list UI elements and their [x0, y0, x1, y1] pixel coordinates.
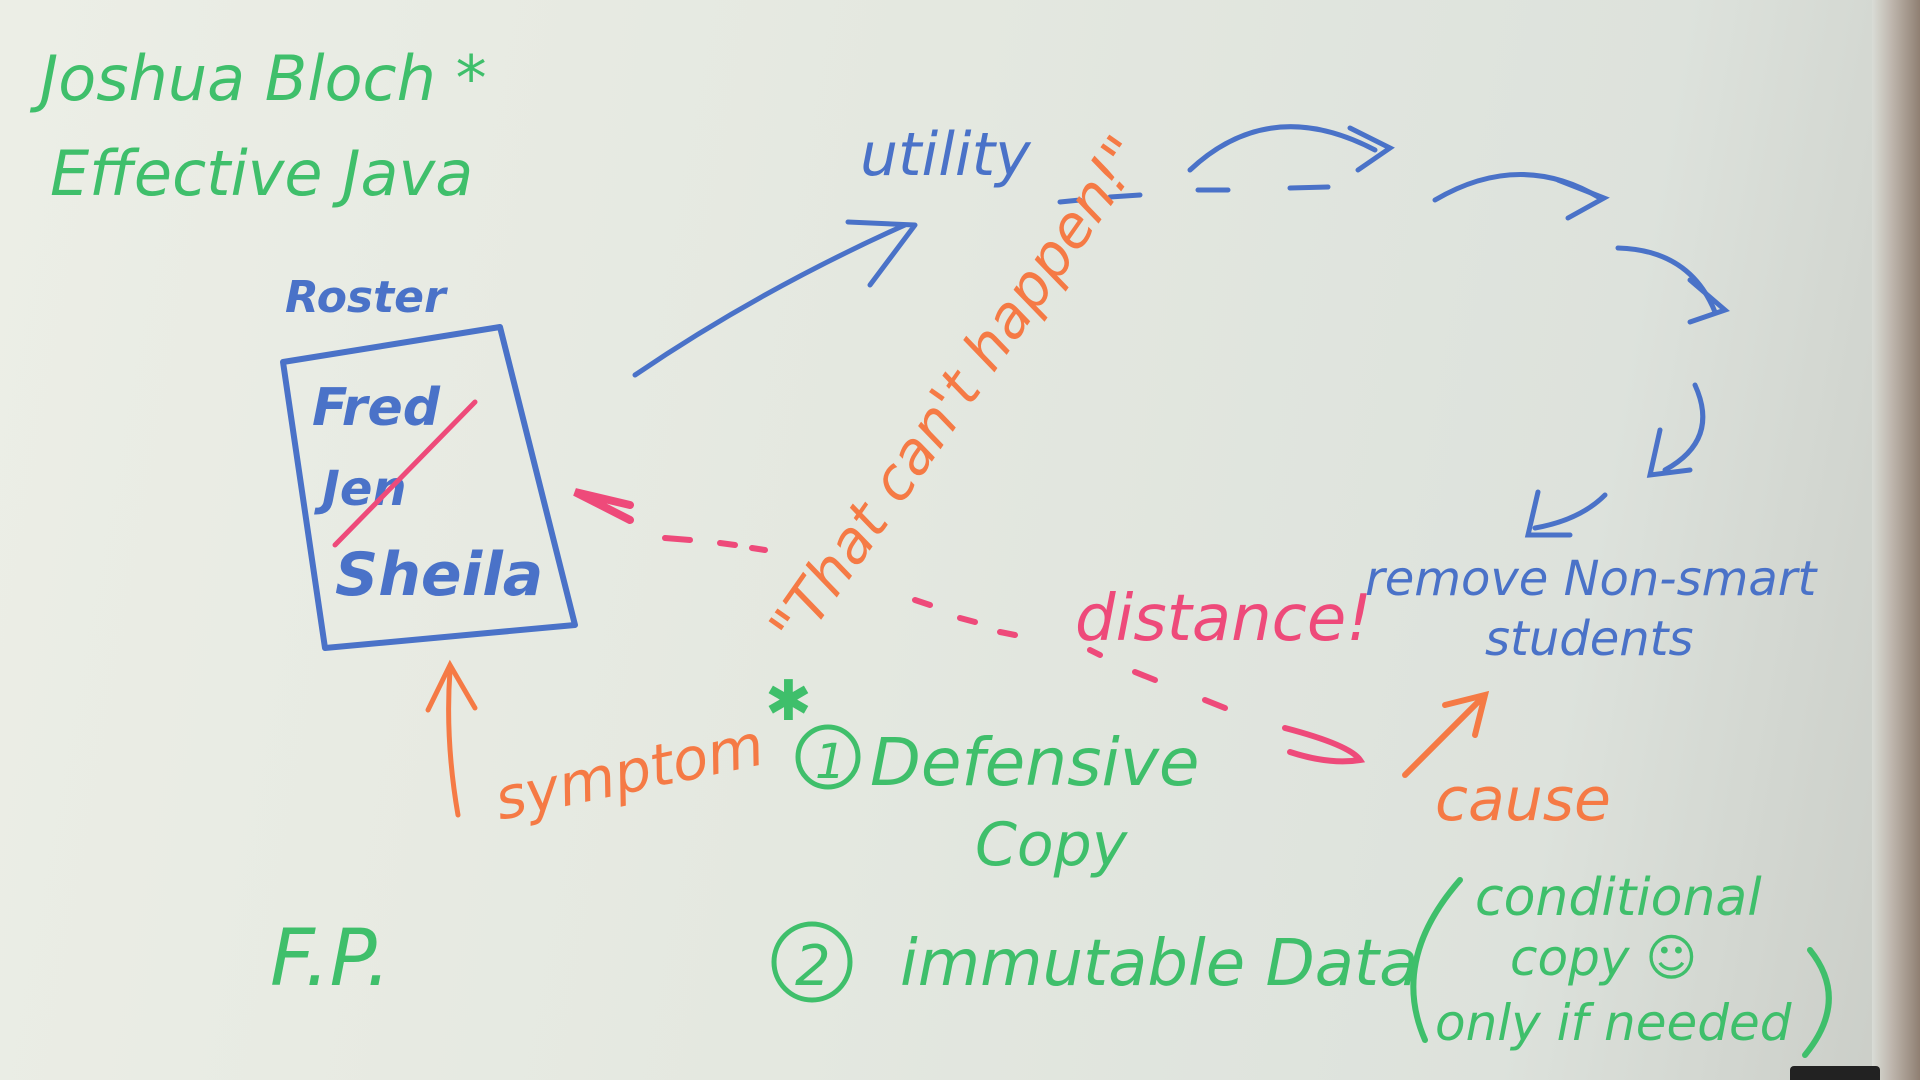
curved-arrow-3-head: [1687, 277, 1730, 325]
marker-tray: [1790, 1066, 1880, 1080]
whiteboard-frame-edge: [1872, 0, 1920, 1080]
solution-1-line-2: Copy: [975, 810, 1129, 880]
title-line-2: Effective Java: [50, 137, 473, 210]
roster-name-sheila: Sheila: [335, 540, 543, 610]
arrow-head-utility: [845, 219, 918, 288]
dotted-arrow-back-head: [573, 488, 634, 524]
solution-2-line-1: immutable Data: [900, 927, 1418, 1001]
conditional-line-3: only if needed: [1435, 994, 1792, 1052]
curved-arrow-4: [1662, 382, 1706, 473]
remove-label-line-2: students: [1485, 611, 1694, 667]
dashed-path: [1057, 184, 1331, 205]
symptom-label: symptom: [489, 711, 770, 834]
fp-label: F.P.: [270, 914, 391, 1004]
arrow-to-utility: [632, 222, 908, 378]
cause-arrow: [1402, 697, 1483, 778]
cause-arrow-head: [1442, 690, 1490, 738]
number-circle-2: [771, 921, 853, 1003]
solution-1-number: 1: [815, 734, 846, 790]
paren-left: [1410, 877, 1463, 1043]
number-circle-1: [795, 724, 861, 790]
roster-label: Roster: [285, 272, 448, 323]
cause-label: cause: [1435, 765, 1611, 835]
conditional-line-2: copy ☺: [1510, 929, 1697, 987]
quote-text: "That can't happen!": [756, 123, 1159, 658]
conditional-line-1: conditional: [1475, 868, 1762, 928]
solution-1-line-1: Defensive: [870, 724, 1199, 801]
utility-label: utility: [860, 120, 1032, 190]
distance-dashes: [1087, 647, 1228, 711]
distance-label: distance!: [1075, 582, 1372, 656]
paren-right: [1802, 947, 1832, 1058]
title-line-1: Joshua Bloch *: [29, 42, 487, 115]
roster-name-fred: Fred: [312, 378, 441, 438]
curved-arrow-3: [1615, 245, 1718, 315]
roster-box: [280, 324, 578, 651]
strike-through-line: [332, 399, 478, 548]
curved-arrow-1-head: [1347, 125, 1395, 173]
curved-arrow-5: [1532, 492, 1608, 531]
curved-arrow-4-head: [1646, 427, 1693, 478]
solution-2-number: 2: [795, 934, 831, 999]
curved-arrow-1: [1187, 124, 1378, 173]
remove-label-line-1: remove Non-smart: [1365, 551, 1819, 607]
quote-group: "That can't happen!": [756, 123, 1159, 658]
star-icon: ✱: [765, 669, 812, 734]
distance-arrow: [1282, 725, 1366, 765]
dotted-arrow-back: [662, 535, 1018, 638]
curved-arrow-5-head: [1524, 489, 1573, 538]
symptom-arrow: [446, 667, 461, 818]
curved-arrow-2-head: [1555, 177, 1610, 221]
symptom-arrow-head: [425, 659, 478, 713]
